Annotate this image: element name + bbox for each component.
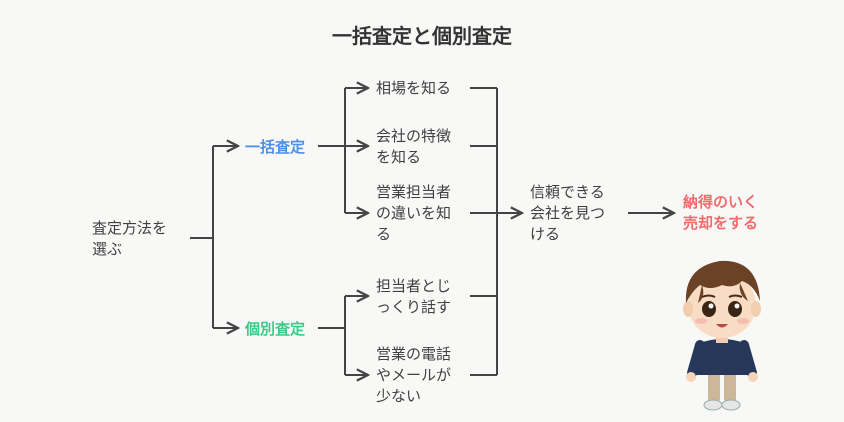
root-node: 査定方法を 選ぶ (92, 218, 167, 260)
individual-item-2-line-2: やメールが (376, 366, 452, 384)
root-line-2: 選ぶ (92, 240, 123, 258)
bulk-item-3: 営業担当者 の違いを知 る (376, 182, 451, 245)
individual-item-1-line-2: っくり話す (376, 298, 452, 316)
bulk-item-2: 会社の特徴 を知る (376, 126, 451, 168)
bulk-item-3-line-1: 営業担当者 (376, 183, 452, 201)
individual-item-1: 担当者とじ っくり話す (376, 276, 451, 318)
result-node: 納得のいく 売却をする (683, 192, 758, 234)
bulk-item-2-line-2: を知る (376, 148, 422, 166)
bulk-branch-label: 一括査定 (245, 138, 306, 156)
bulk-item-1-line-1: 相場を知る (376, 79, 452, 97)
bulk-item-1: 相場を知る (376, 78, 451, 99)
individual-item-1-line-1: 担当者とじ (376, 277, 452, 295)
result-line-1: 納得のいく (683, 193, 759, 211)
individual-branch-label: 個別査定 (245, 320, 306, 338)
individual-item-2-line-1: 営業の電話 (376, 345, 452, 363)
merge-node: 信頼できる 会社を見つ ける (530, 182, 605, 245)
merge-line-1-text: 信頼できる (530, 183, 605, 201)
individual-item-2-line-3: 少ない (376, 387, 422, 405)
root-line-1: 査定方法を (92, 219, 168, 237)
merge-line-3-text: ける (530, 225, 561, 243)
bulk-item-2-line-1: 会社の特徴 (376, 127, 452, 145)
individual-item-2: 営業の電話 やメールが 少ない (376, 344, 451, 407)
merge-line-2-text: 会社を見つ (530, 204, 606, 222)
bulk-item-3-line-2: の違いを知 (376, 204, 452, 222)
diagram-title: 一括査定と個別査定 (332, 24, 512, 48)
result-line-2: 売却をする (683, 214, 759, 232)
bulk-item-3-line-3: る (376, 225, 392, 243)
boy-mascot-illustration (683, 260, 761, 411)
